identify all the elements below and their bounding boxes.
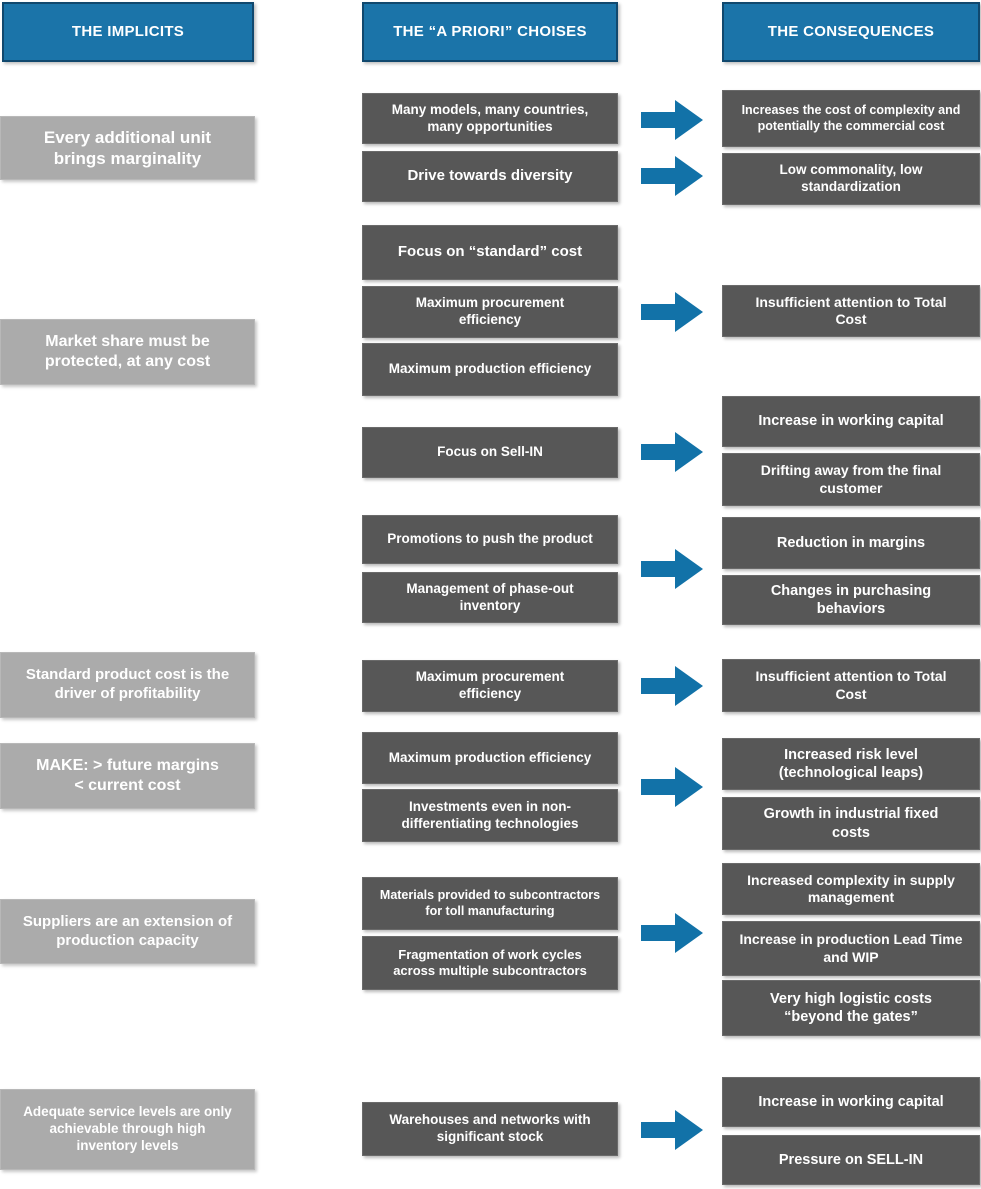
implicit-text: Suppliers are an extension of production… [22,912,233,949]
column-header-implicits: THE IMPLICITS [2,2,254,62]
arrow-right-icon [641,666,703,706]
header-label: THE “A PRIORI” CHOISES [393,22,587,40]
consequence-text: Reduction in margins [776,534,926,551]
consequence-text: Increase in production Lead Time and WIP [739,931,963,965]
consequence-box: Increased risk level (technological leap… [722,738,980,790]
header-label: THE IMPLICITS [71,22,185,40]
consequence-box: Pressure on SELL-IN [722,1135,980,1185]
consequence-text: Low commonality, low standardization [779,162,923,194]
implicit-text: Adequate service levels are only achieva… [23,1104,232,1153]
consequence-box: Increases the cost of complexity and pot… [722,90,980,147]
choice-box: Focus on “standard” cost [362,225,618,280]
arrow-right-icon [641,913,703,953]
implicit-box: Every additional unit brings marginality [0,116,255,180]
consequence-box: Increased complexity in supply managemen… [722,863,980,915]
choice-text: Maximum production efficiency [388,749,592,765]
implicit-box: Market share must be protected, at any c… [0,319,255,385]
arrow-right-icon [641,156,703,196]
choice-text: Maximum production efficiency [388,361,592,377]
consequence-text: Increase in working capital [758,413,944,430]
choice-box: Many models, many countries, many opport… [362,93,618,144]
consequence-text: Drifting away from the final customer [760,462,942,496]
choice-text: Investments even in non- differentiating… [401,798,579,831]
choice-text: Focus on Sell-IN [437,444,543,460]
consequence-box: Very high logistic costs “beyond the gat… [722,980,980,1036]
consequence-text: Increased complexity in supply managemen… [747,871,955,906]
choice-box: Warehouses and networks with significant… [362,1102,618,1156]
column-header-consequences: THE CONSEQUENCES [722,2,980,62]
choice-box: Drive towards diversity [362,151,618,202]
choice-box: Investments even in non- differentiating… [362,789,618,842]
arrow-right-icon [641,432,703,472]
consequence-text: Changes in purchasing behaviors [770,582,932,617]
arrow-right-icon [641,100,703,140]
arrow-right-icon [641,292,703,332]
arrow-right-icon [641,549,703,589]
consequence-box: Increase in working capital [722,1077,980,1127]
consequence-box: Drifting away from the final customer [722,453,980,506]
consequence-text: Insufficient attention to Total Cost [755,668,947,702]
choice-box: Maximum procurement efficiency [362,660,618,712]
implicit-box: Adequate service levels are only achieva… [0,1089,255,1170]
choice-text: Focus on “standard” cost [397,243,583,261]
consequence-box: Increase in working capital [722,396,980,447]
column-header-choices: THE “A PRIORI” CHOISES [362,2,618,62]
consequence-box: Reduction in margins [722,517,980,569]
consequence-text: Increased risk level (technological leap… [778,746,924,781]
consequence-box: Growth in industrial fixed costs [722,797,980,850]
choice-text: Management of phase-out inventory [406,580,574,613]
consequence-text: Growth in industrial fixed costs [763,806,939,841]
consequence-box: Low commonality, low standardization [722,153,980,205]
implicit-box: Standard product cost is the driver of p… [0,652,255,718]
choice-box: Maximum production efficiency [362,732,618,784]
arrow-right-icon [641,767,703,807]
choice-text: Warehouses and networks with significant… [389,1112,591,1144]
consequence-box: Changes in purchasing behaviors [722,575,980,625]
choice-box: Materials provided to subcontractors for… [362,877,618,930]
consequence-text: Increases the cost of complexity and pot… [741,102,961,133]
header-label: THE CONSEQUENCES [767,22,935,40]
choice-box: Focus on Sell-IN [362,427,618,478]
choice-box: Promotions to push the product [362,515,618,564]
consequence-text: Pressure on SELL-IN [778,1151,924,1168]
choice-text: Fragmentation of work cycles across mult… [393,946,587,978]
consequence-box: Insufficient attention to Total Cost [722,285,980,337]
consequence-text: Very high logistic costs “beyond the gat… [770,990,932,1025]
implicit-box: MAKE: > future margins < current cost [0,743,255,809]
choice-text: Maximum procurement efficiency [415,669,565,701]
choice-box: Management of phase-out inventory [362,572,618,623]
choice-box: Maximum production efficiency [362,343,618,396]
implicit-text: Market share must be protected, at any c… [44,333,211,370]
consequence-box: Increase in production Lead Time and WIP [722,921,980,976]
choice-text: Promotions to push the product [387,531,593,547]
implicit-text: MAKE: > future margins < current cost [36,757,219,794]
choice-text: Materials provided to subcontractors for… [379,887,601,918]
implicit-box: Suppliers are an extension of production… [0,899,255,964]
choice-box: Maximum procurement efficiency [362,286,618,338]
consequence-text: Increase in working capital [758,1093,944,1110]
consequence-text: Insufficient attention to Total Cost [755,293,947,328]
choice-text: Many models, many countries, many opport… [391,101,589,134]
choice-text: Drive towards diversity [407,167,573,185]
choice-text: Maximum procurement efficiency [415,295,565,327]
implicit-text: Every additional unit brings marginality [43,127,212,168]
implicit-text: Standard product cost is the driver of p… [25,666,230,702]
consequence-box: Insufficient attention to Total Cost [722,659,980,712]
arrow-right-icon [641,1110,703,1150]
choice-box: Fragmentation of work cycles across mult… [362,936,618,990]
